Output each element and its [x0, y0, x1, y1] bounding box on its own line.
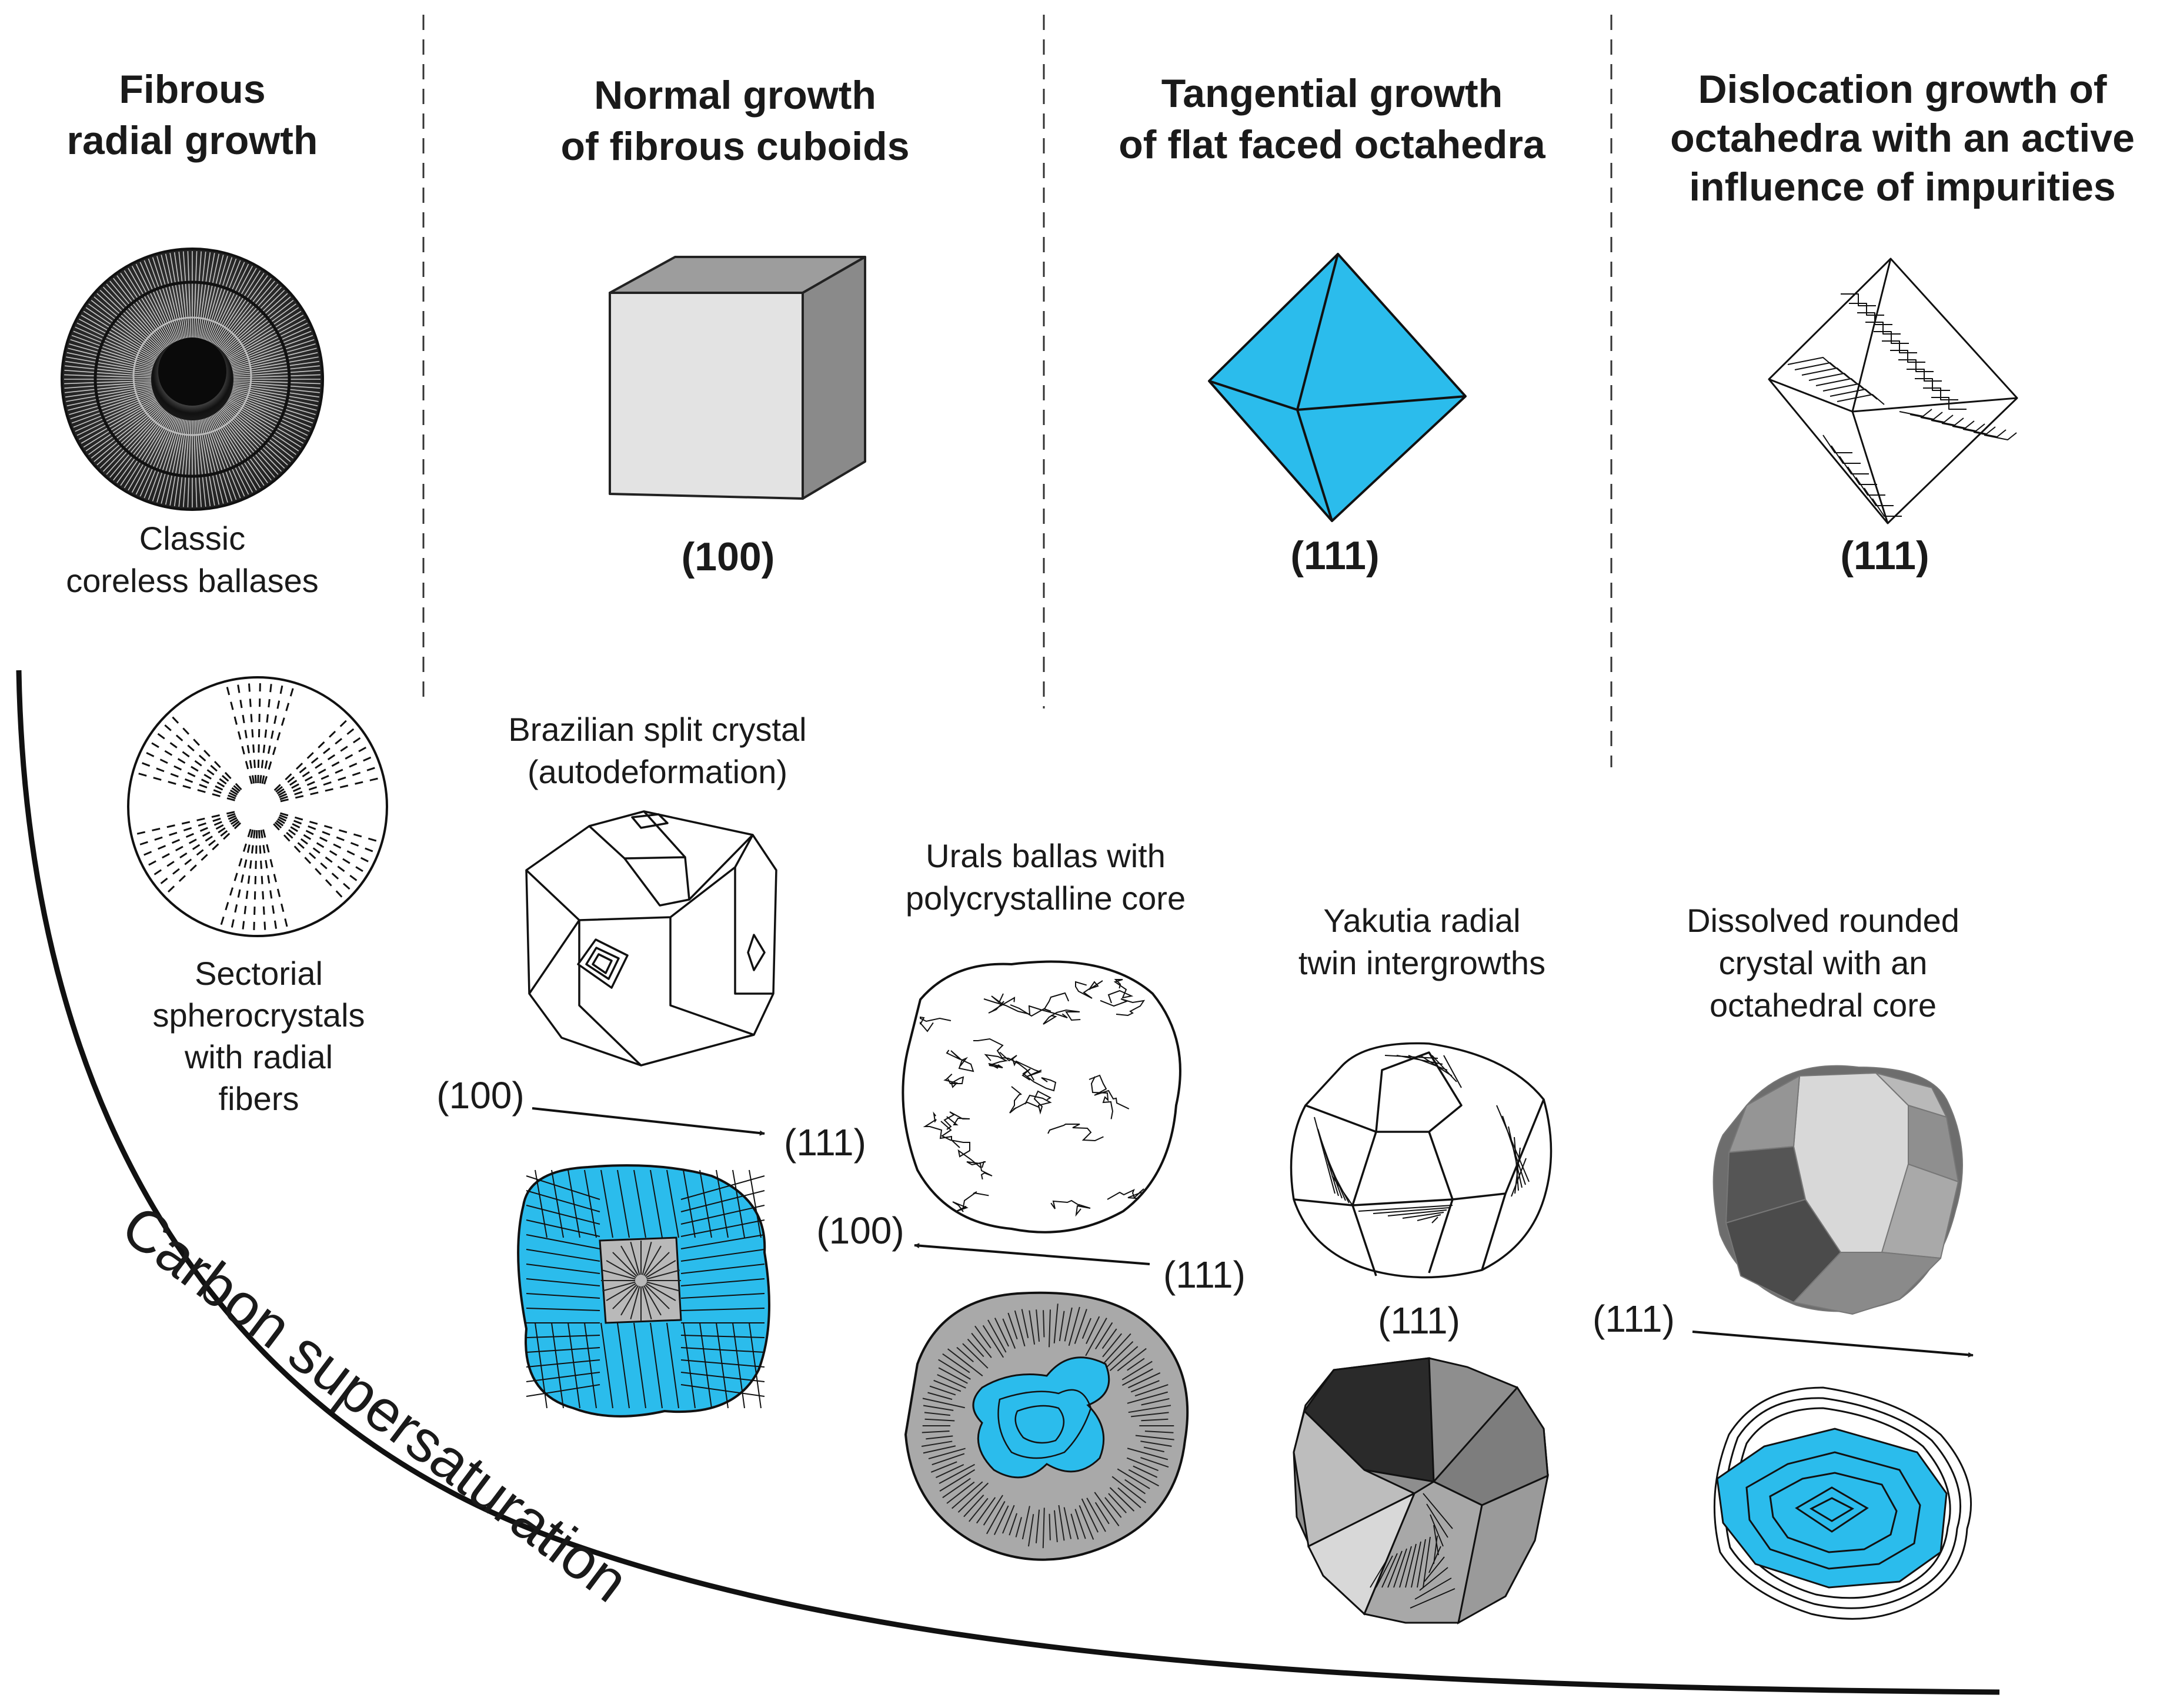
- index-col4: (111): [1840, 533, 1929, 578]
- cube-illustration: [609, 256, 866, 500]
- dissolved-section-illustration: [1713, 1386, 1972, 1620]
- index-col2: (100): [682, 534, 775, 579]
- dislocation-octahedron-illustration: [1768, 258, 2018, 524]
- brazilian-crystal-illustration: [525, 810, 777, 1067]
- label-brazilian: Brazilian split crystal(autodeformation): [508, 711, 806, 790]
- urals-arrow: [914, 1243, 1150, 1265]
- octahedron-illustration: [1208, 253, 1467, 522]
- dissolved-from-index: (111): [1593, 1298, 1675, 1340]
- column-dividers: [422, 15, 1613, 767]
- sectorial-spherocrystal-illustration: [127, 676, 388, 937]
- index-col3: (111): [1290, 533, 1379, 578]
- brazilian-arrow: [532, 1107, 765, 1136]
- urals-to-index: (100): [816, 1209, 904, 1252]
- supersaturation-curve: [16, 670, 2000, 1695]
- yakutia-section-illustration: [1293, 1357, 1550, 1625]
- yakutia-crystal-illustration: [1290, 1042, 1553, 1279]
- classic-ballas-illustration: [61, 248, 324, 511]
- urals-section-illustration: [904, 1291, 1189, 1561]
- dissolved-crystal-illustration: [1712, 1065, 1963, 1315]
- yakutia-index: (111): [1378, 1299, 1460, 1342]
- brazilian-to-index: (111): [784, 1121, 866, 1164]
- brazilian-section-illustration: [517, 1164, 770, 1418]
- dissolved-arrow: [1692, 1331, 1974, 1358]
- urals-ballas-illustration: [902, 960, 1181, 1234]
- urals-from-index: (111): [1163, 1254, 1246, 1296]
- brazilian-from-index: (100): [436, 1074, 524, 1117]
